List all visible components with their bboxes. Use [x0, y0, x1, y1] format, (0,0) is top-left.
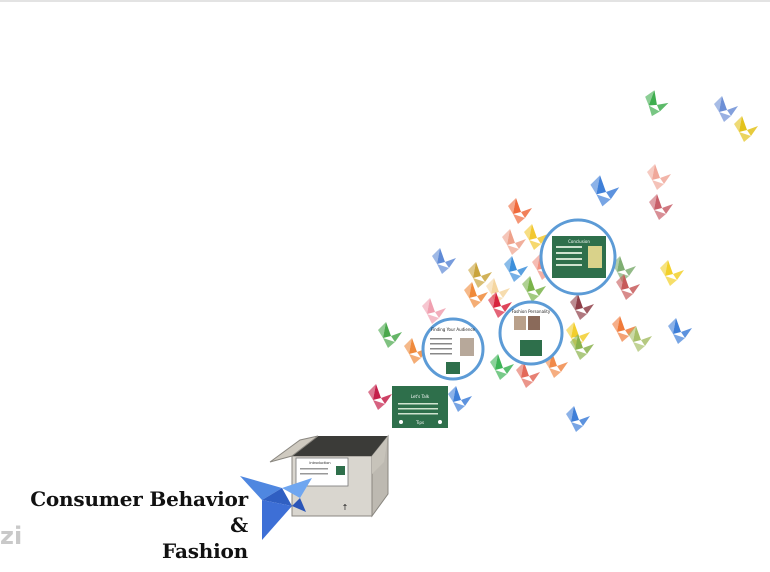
finding-audience-circle[interactable]: Finding Your Audience	[421, 317, 485, 381]
fashion-personality-circle[interactable]: Fashion Personality	[498, 300, 564, 366]
box-arrow-label: ↑	[342, 503, 349, 512]
lets-talk-card[interactable]: Let's Talk Tips	[392, 386, 448, 428]
presentation-title: Consumer Behavior & Fashion	[30, 486, 248, 564]
conclusion-title: Conclusion	[568, 239, 590, 244]
fashion-personality-title: Fashion Personality	[512, 309, 551, 314]
conclusion-circle[interactable]: Conclusion	[539, 218, 617, 296]
lets-talk-title: Let's Talk	[411, 394, 430, 399]
title-line-2: Fashion	[162, 539, 248, 563]
lets-talk-footer: Tips	[415, 420, 424, 425]
top-divider	[0, 0, 770, 2]
finding-audience-title: Finding Your Audience	[431, 327, 476, 332]
title-line-1: Consumer Behavior &	[30, 487, 248, 537]
prezi-logo-icon[interactable]: zi	[0, 522, 23, 550]
blue-origami-bird-icon	[240, 476, 312, 540]
box-slide-title: Introduction	[309, 461, 330, 465]
